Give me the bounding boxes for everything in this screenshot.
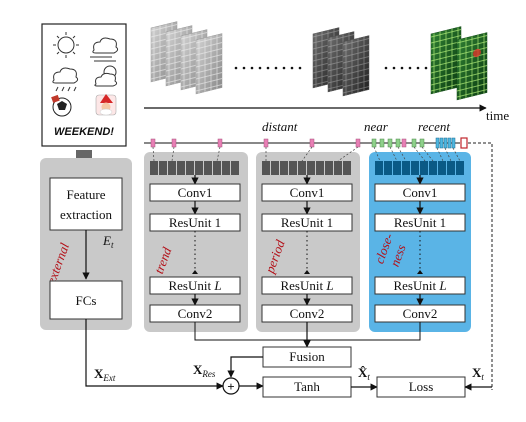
frames-dots-left: [234, 66, 302, 70]
x-hat-label: X̂t: [358, 365, 370, 382]
distant-label: distant: [262, 119, 298, 134]
closeness-input-blocks: [375, 161, 464, 175]
fusion-to-plus-arrow: [227, 356, 263, 378]
frames-gray-stack: [150, 21, 223, 95]
near-markers: [371, 138, 425, 148]
feature-extraction-line2: extraction: [60, 207, 112, 222]
x-res-label: XRes: [193, 362, 216, 379]
rain-cloud-icon: [52, 67, 79, 92]
closeness-panel: Conv1 ResUnit 1 close- ness ResUnit L Co…: [369, 152, 471, 332]
x-ext-label: XExt: [94, 366, 116, 383]
closeness-conv1: Conv1: [403, 185, 438, 200]
fcs-label: FCs: [76, 293, 97, 308]
external-panel: Feature extraction Et external FCs: [40, 158, 132, 330]
current-marker: [460, 137, 468, 149]
time-label: time: [486, 108, 509, 123]
fc-to-plus-line: [85, 319, 224, 390]
period-input-blocks: [262, 161, 351, 175]
period-resunit-1: ResUnit 1: [281, 215, 333, 230]
sum-symbol: +: [227, 379, 234, 394]
closeness-conv2: Conv2: [403, 306, 438, 321]
trend-to-fusion-line: [194, 322, 307, 341]
frames-dots-right: [384, 66, 428, 70]
trend-input-blocks: [150, 161, 239, 175]
closeness-to-fusion-line: [307, 322, 421, 341]
partly-cloudy-icon: [94, 65, 118, 87]
distant-markers: [150, 138, 407, 148]
closeness-resunit-1: ResUnit 1: [394, 215, 446, 230]
near-label: near: [364, 119, 389, 134]
timeline-to-inputs-connectors: [152, 146, 461, 162]
frames-dark-stack: [312, 27, 370, 97]
feature-extraction-line1: Feature: [67, 187, 106, 202]
trend-resunit-1: ResUnit 1: [169, 215, 221, 230]
trend-panel: Conv1 ResUnit 1 trend ResUnit L Conv2: [144, 152, 248, 332]
sun-icon: [53, 32, 79, 58]
fusion-label: Fusion: [289, 349, 325, 364]
trend-conv2: Conv2: [178, 306, 213, 321]
loss-label: Loss: [409, 379, 434, 394]
period-resunit-l: ResUnit L: [280, 278, 333, 293]
frames-green-stack: [430, 26, 488, 101]
closeness-resunit-l: ResUnit L: [393, 278, 446, 293]
context-image-box: WEEKEND!: [41, 23, 127, 147]
timeline: time distant near recent: [144, 104, 509, 390]
e-label: Et: [102, 233, 114, 250]
recent-markers: [435, 137, 456, 149]
santa-holiday-icon: [95, 94, 117, 116]
period-conv1: Conv1: [290, 185, 325, 200]
trend-resunit-l: ResUnit L: [168, 278, 221, 293]
closeness-side-label-2: ness: [387, 242, 409, 268]
period-panel: Conv1 ResUnit 1 period ResUnit L Conv2: [256, 152, 360, 332]
x-t-label: Xt: [472, 365, 484, 382]
soccer-ball-icon: [51, 94, 72, 117]
windy-cloud-icon: [90, 37, 119, 62]
weekend-text: WEEKEND!: [54, 126, 114, 138]
period-conv2: Conv2: [290, 306, 325, 321]
tanh-label: Tanh: [294, 379, 320, 394]
sum-node: +: [222, 377, 240, 395]
current-feedback-line: [468, 142, 493, 390]
recent-label: recent: [418, 119, 450, 134]
trend-conv1: Conv1: [178, 185, 213, 200]
